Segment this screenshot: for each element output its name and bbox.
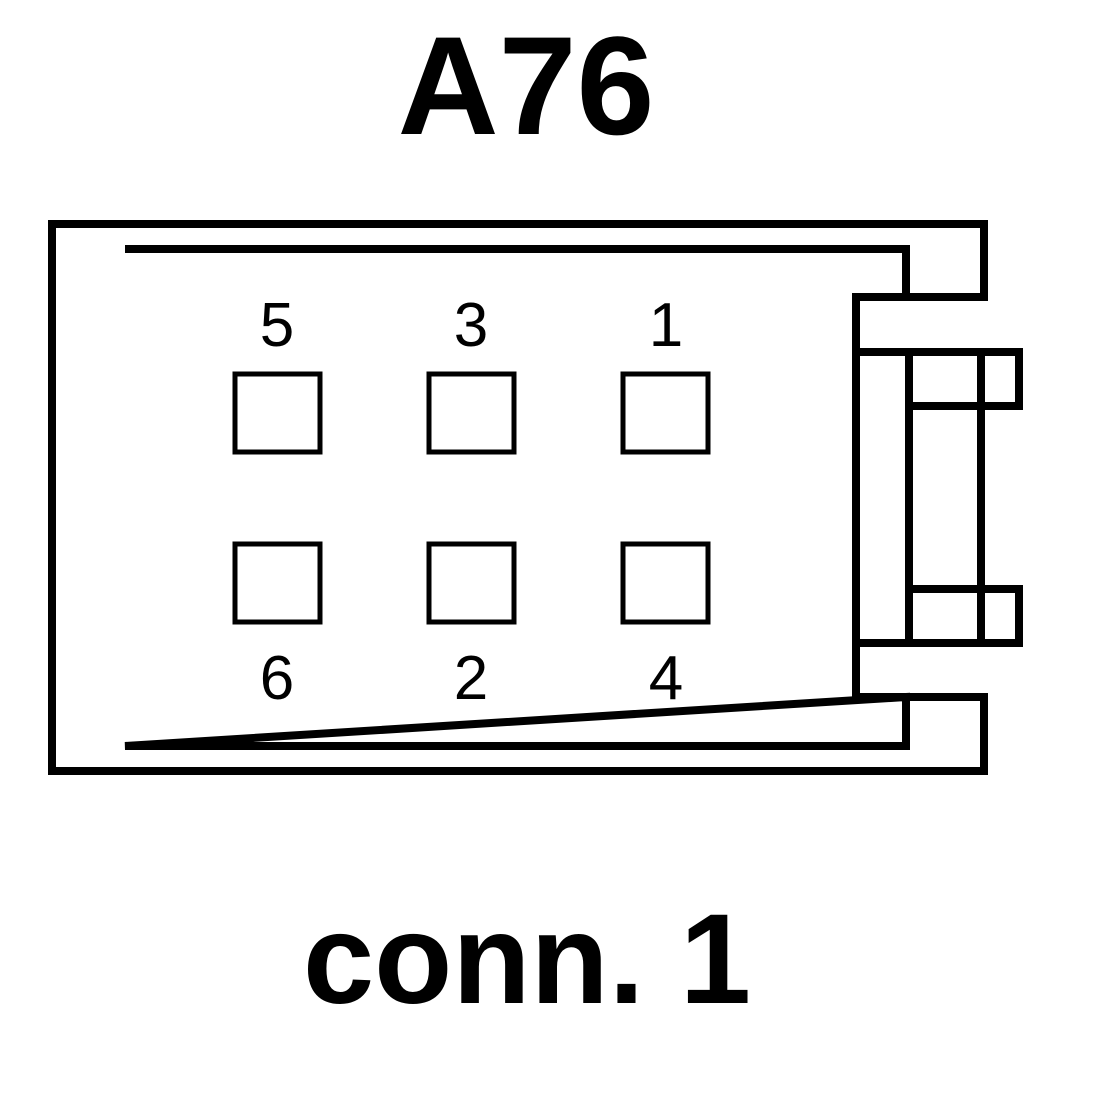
latch-upper-tab (856, 348, 1023, 410)
pin-label: 6 (260, 644, 294, 713)
pin-4-terminal (620, 541, 711, 625)
connector-title: A76 (398, 7, 655, 164)
pin-label: 5 (260, 291, 294, 360)
connector-housing (48, 220, 1023, 775)
housing-outer-outline (48, 220, 988, 775)
pin-grid (232, 371, 711, 625)
pin-label: 1 (649, 291, 683, 360)
pin-label: 3 (454, 291, 488, 360)
latch-lower-tab (856, 585, 1023, 647)
pin-5-terminal (232, 371, 323, 455)
pin-label: 4 (649, 644, 683, 713)
pin-6-terminal (232, 541, 323, 625)
pin-1-terminal (620, 371, 711, 455)
housing-inner-outline (124, 245, 910, 750)
pin-label: 2 (454, 644, 488, 713)
pin-3-terminal (426, 371, 517, 455)
pin-2-terminal (426, 541, 517, 625)
pin-labels: 5 3 1 6 2 4 (260, 291, 683, 713)
connector-caption: conn. 1 (303, 888, 751, 1031)
